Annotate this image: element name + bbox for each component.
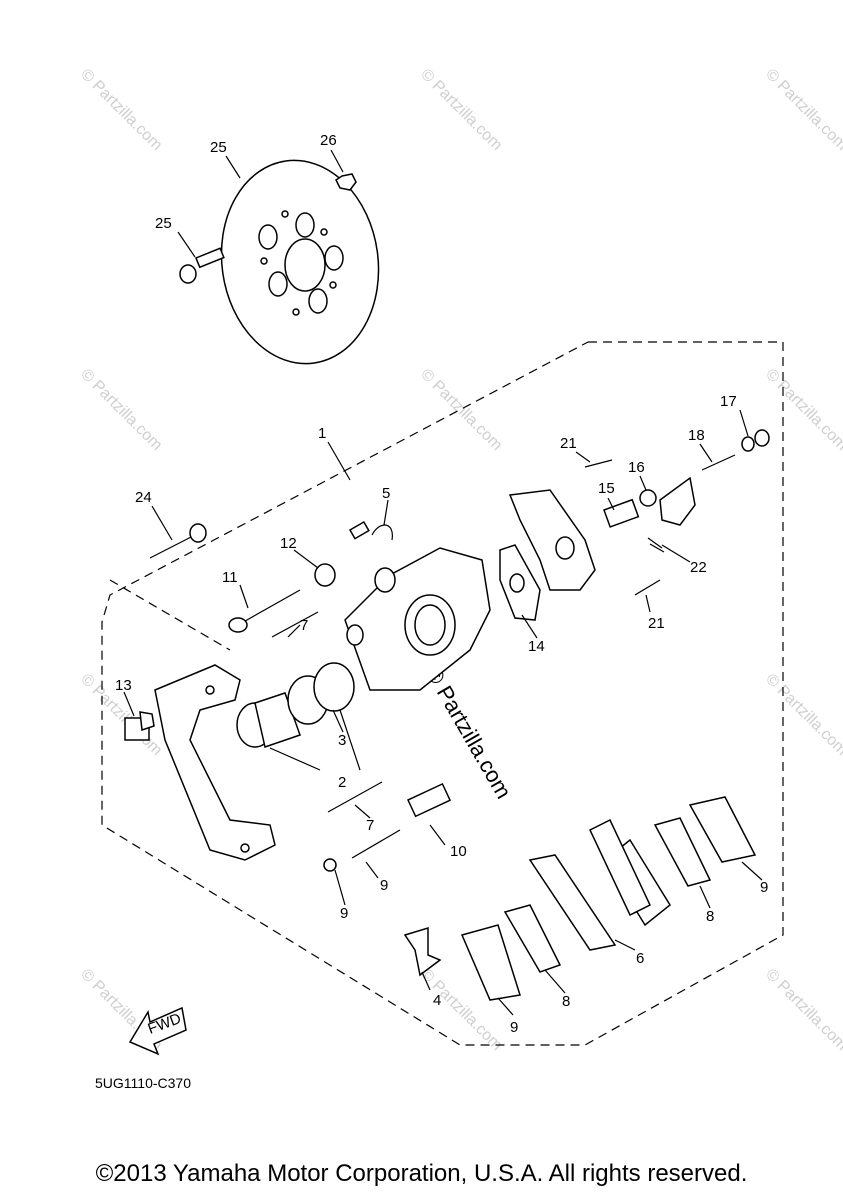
part-label: 5 [382, 485, 390, 502]
caliper-bolt [327, 781, 383, 813]
part-label: 4 [433, 992, 441, 1009]
part-label: 9 [760, 879, 768, 896]
part-label: 16 [628, 459, 645, 476]
disc-nut [335, 173, 357, 191]
leader-lines [123, 149, 763, 1016]
slide-pin [228, 589, 301, 633]
bracket-bolt [634, 579, 661, 596]
part-label: 7 [300, 617, 308, 634]
guide-bolt [351, 829, 401, 859]
brake-pad-set [589, 818, 671, 927]
part-label: 9 [340, 905, 348, 922]
center-watermark: © Partzilla.com [421, 662, 517, 803]
part-label: 21 [648, 615, 665, 632]
part-label: 10 [450, 843, 467, 860]
part-label: 1 [318, 425, 326, 442]
part-label: 8 [706, 908, 714, 925]
part-label: 13 [115, 677, 132, 694]
part-label: 26 [320, 132, 337, 149]
guide-pin [603, 498, 640, 528]
watermark: © Partzilla.com [762, 366, 843, 454]
part-label: 3 [338, 732, 346, 749]
nut [754, 429, 770, 447]
part-label: 21 [560, 435, 577, 452]
part-label: 17 [720, 393, 737, 410]
watermark: © Partzilla.com [762, 966, 843, 1054]
piston-seal [313, 662, 355, 712]
watermark: © Partzilla.com [417, 366, 505, 454]
washer [741, 436, 755, 452]
circlip [323, 858, 337, 872]
bracket-bolt [584, 459, 613, 468]
o-ring [639, 489, 657, 507]
bushing [407, 782, 452, 818]
part-label: 11 [222, 569, 238, 586]
part-label: 22 [690, 559, 707, 576]
part-labels: 25 26 25 1 24 5 12 11 7 13 3 2 7 9 10 9 … [115, 132, 768, 1036]
mounting-bolt [149, 523, 207, 559]
part-label: 9 [510, 1019, 518, 1036]
spring [647, 537, 665, 553]
disc-bolt [179, 247, 225, 284]
pad-shim [503, 904, 562, 973]
pad-shim [653, 817, 712, 887]
caliper-bracket [508, 489, 596, 591]
pad-support [659, 476, 696, 526]
bracket-guide [109, 579, 231, 651]
part-label: 25 [210, 139, 227, 156]
caliper-bolt [271, 611, 319, 638]
part-label: 12 [280, 535, 297, 552]
watermark: © Partzilla.com [762, 66, 843, 154]
bracket-pin [124, 711, 155, 741]
diagram-ref-code: 5UG1110-C370 [95, 1075, 191, 1091]
part-label: 15 [598, 480, 615, 497]
part-label: 6 [636, 950, 644, 967]
part-label: 2 [338, 774, 346, 791]
brake-disc [220, 159, 380, 365]
part-label: 8 [562, 993, 570, 1010]
gasket [499, 544, 541, 621]
part-label: 24 [135, 489, 152, 506]
watermark: © Partzilla.com [77, 66, 165, 154]
watermark: © Partzilla.com [77, 366, 165, 454]
watermark: © Partzilla.com [762, 671, 843, 759]
pad-spring [403, 926, 442, 977]
part-label: 18 [688, 427, 705, 444]
watermark: © Partzilla.com [417, 66, 505, 154]
assembly-boundary [101, 341, 784, 1046]
diagram-canvas: © Partzilla.com © Partzilla.com © Partzi… [77, 66, 843, 1091]
brake-pad [460, 924, 521, 1001]
part-label: 9 [380, 877, 388, 894]
part-label: 25 [155, 215, 172, 232]
copyright-notice: ©2013 Yamaha Motor Corporation, U.S.A. A… [95, 1160, 748, 1187]
part-label: 14 [528, 638, 545, 655]
brake-pad [688, 796, 757, 863]
pad-plate [528, 854, 617, 951]
adjust-bolt [701, 454, 736, 471]
caliper-body [344, 547, 491, 691]
bleed-screw [348, 520, 393, 541]
part-label: 7 [366, 817, 374, 834]
mounting-bracket [154, 664, 276, 861]
rubber-cap [314, 563, 336, 587]
